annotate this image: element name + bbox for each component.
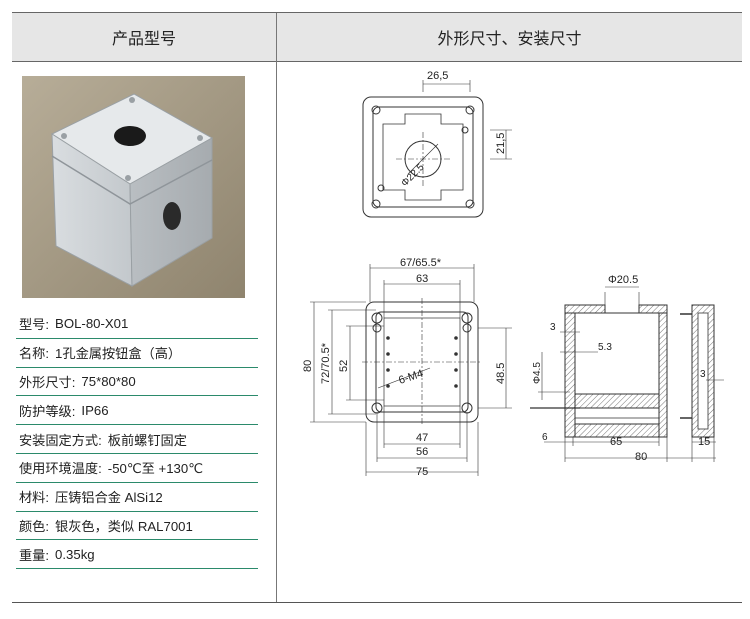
- spec-label: 防护等级:: [19, 403, 76, 419]
- dim-top-side: 21,5: [495, 133, 507, 154]
- spec-value: 1孔金属按钮盒（高）: [55, 346, 182, 362]
- spec-value: IP66: [81, 402, 109, 418]
- spec-row: 防护等级: IP66: [16, 396, 258, 426]
- spec-label: 安装固定方式:: [19, 432, 102, 448]
- dim-side-15: 15: [698, 436, 710, 448]
- table-header: 产品型号 外形尺寸、安装尺寸: [12, 12, 742, 62]
- dim-front-outer: 67/65.5*: [400, 257, 442, 269]
- spec-value: -50℃至 +130℃: [107, 461, 204, 477]
- dim-side-65: 65: [610, 436, 622, 448]
- dim-front-h2: 72/70.5*: [320, 342, 332, 384]
- spec-row: 颜色: 银灰色，类似 RAL7001: [16, 512, 258, 541]
- dim-side-6: 6: [542, 432, 548, 443]
- dim-front-screws: 6-M4: [397, 368, 425, 387]
- spec-value: 0.35kg: [55, 546, 95, 562]
- spec-row: 材料: 压铸铝合金 AlSi12: [16, 483, 258, 512]
- spec-value: BOL-80-X01: [55, 316, 129, 332]
- spec-label: 名称:: [19, 346, 50, 362]
- dim-front-w75: 75: [416, 466, 428, 478]
- spec-row: 外形尺寸: 75*80*80: [16, 368, 258, 397]
- spec-label: 材料:: [19, 490, 50, 506]
- dim-side-top-dia: Φ20.5: [608, 274, 638, 286]
- spec-row: 型号: BOL-80-X01: [16, 310, 258, 339]
- dim-side-3a: 3: [550, 322, 556, 333]
- spec-label: 使用环境温度:: [19, 461, 102, 477]
- spec-row: 名称: 1孔金属按钮盒（高）: [16, 339, 258, 368]
- header-dimensions: 外形尺寸、安装尺寸: [437, 31, 582, 48]
- spec-label: 型号:: [19, 317, 50, 333]
- spec-value: 压铸铝合金 AlSi12: [55, 490, 163, 506]
- column-divider: [276, 60, 277, 602]
- table-bottom-border: [12, 602, 742, 603]
- dim-front-h4: 48.5: [495, 363, 507, 384]
- dim-front-height: 80: [302, 360, 314, 372]
- dim-front-inner: 63: [416, 273, 428, 285]
- front-view-drawing: [310, 264, 512, 476]
- dim-front-w47: 47: [416, 432, 428, 444]
- header-product-model: 产品型号: [12, 13, 277, 61]
- dim-side-53: 5.3: [598, 342, 612, 353]
- side-section-drawing: [530, 286, 724, 462]
- spec-label: 颜色:: [19, 518, 50, 534]
- spec-list: 型号: BOL-80-X01 名称: 1孔金属按钮盒（高） 外形尺寸: 75*80*80 防…: [16, 310, 258, 570]
- spec-row: 使用环境温度: -50℃至 +130℃: [16, 454, 258, 483]
- dim-side-45: Φ4.5: [532, 362, 543, 384]
- spec-value: 75*80*80: [81, 373, 136, 389]
- dim-side-80: 80: [635, 451, 647, 463]
- spec-label: 重量:: [19, 547, 50, 563]
- spec-label: 外形尺寸:: [19, 374, 76, 390]
- spec-value: 板前螺钉固定: [107, 432, 187, 448]
- dim-side-3b: 3: [700, 369, 706, 380]
- top-view-drawing: [362, 80, 512, 218]
- spec-value: 银灰色，类似 RAL7001: [55, 518, 193, 534]
- spec-row: 重量: 0.35kg: [16, 540, 258, 570]
- dim-front-h3: 52: [338, 360, 350, 372]
- product-photo: [22, 76, 245, 298]
- dim-top-hole-offset: 26,5: [427, 70, 448, 82]
- technical-drawings: 26,5 21,5 Φ22.5 67/65.5* 63 80 72/70.5* …: [280, 62, 742, 497]
- spec-row: 安装固定方式: 板前螺钉固定: [16, 425, 258, 454]
- dim-front-w56: 56: [416, 446, 428, 458]
